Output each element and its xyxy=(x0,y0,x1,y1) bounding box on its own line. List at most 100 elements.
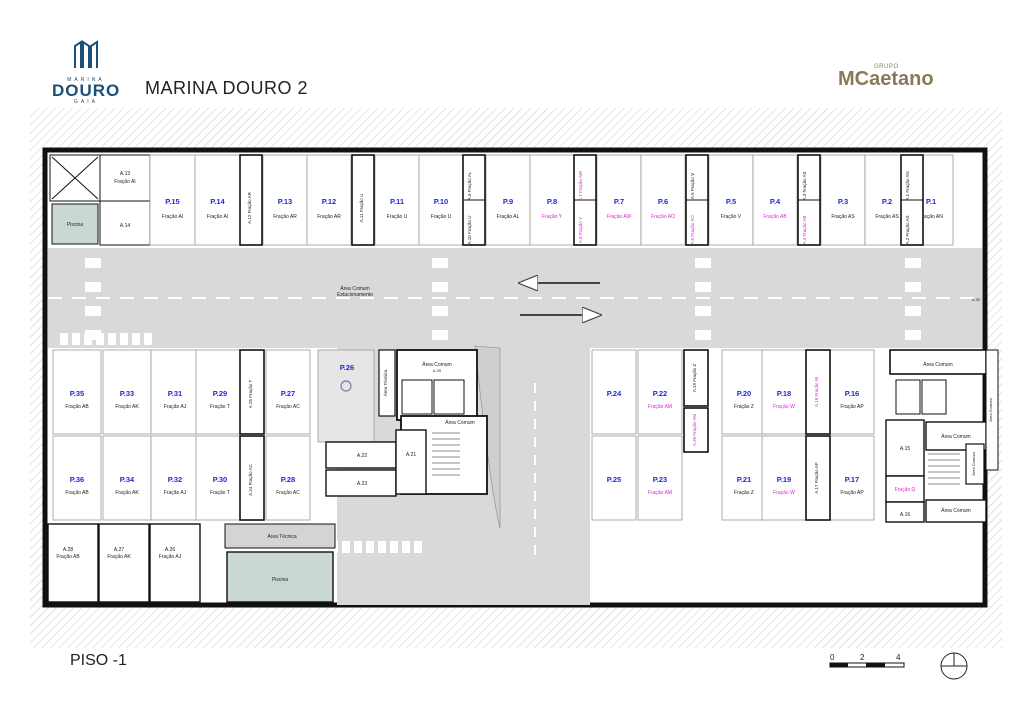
logo-main-text: DOURO xyxy=(52,81,121,100)
space-owner: Fração AB xyxy=(65,490,89,496)
storage-top-label: A.11 Fração U xyxy=(359,194,364,223)
storage-a14-label: A.14 xyxy=(120,223,131,229)
far-right-common-vertical-label: Área Comum xyxy=(971,452,976,476)
space-id: P.30 xyxy=(213,475,227,484)
space-id-accessible: P.26 xyxy=(340,363,354,372)
elevator-far-left xyxy=(895,379,921,415)
space-id: P.16 xyxy=(845,389,859,398)
crosswalk-stripe xyxy=(108,333,116,345)
space-owner: Fração Z xyxy=(734,404,754,410)
storage-top-label: A.3 Fração AS xyxy=(802,171,807,200)
crosswalk-stripe xyxy=(432,306,448,316)
storage-a16 xyxy=(885,501,925,523)
parking-space-right xyxy=(591,435,637,521)
crosswalk-stripe xyxy=(378,541,386,553)
crosswalk-stripe xyxy=(905,282,921,292)
storage-id: A.26 xyxy=(165,547,176,553)
space-id: P.4 xyxy=(770,197,781,206)
space-id: P.12 xyxy=(322,197,336,206)
space-owner: Fração AB xyxy=(65,404,89,410)
technical-room-small-label: Área Técnica xyxy=(382,369,388,396)
space-owner: Fração T xyxy=(210,490,230,496)
space-id: P.15 xyxy=(165,197,179,206)
space-owner: Fração T xyxy=(210,404,230,410)
accessible-space xyxy=(317,349,375,443)
scale-label-4: 4 xyxy=(896,653,901,662)
storage-a13-owner: Fração AI xyxy=(114,179,135,185)
storage-frac-q-label: Fração Q xyxy=(895,487,916,493)
space-id: P.25 xyxy=(607,475,621,484)
space-owner: Fração AJ xyxy=(164,490,187,496)
storage-bottom-left xyxy=(149,523,201,603)
storage-slot-left xyxy=(239,435,265,521)
storage-top-label: A.1 Fração AN xyxy=(905,171,910,200)
storage-left-label: A.24 Fração AC xyxy=(248,463,253,496)
technical-room-small xyxy=(378,349,396,417)
mcaetano-logo: GRUPO MCaetano xyxy=(838,64,958,94)
crosswalk-stripe xyxy=(85,282,101,292)
space-owner: Fração AM xyxy=(648,404,672,410)
space-id: P.32 xyxy=(168,475,182,484)
space-owner: Fração AL xyxy=(497,214,520,220)
space-owner: Fração AO xyxy=(651,214,675,220)
space-id: P.19 xyxy=(777,475,791,484)
space-owner: Fração V xyxy=(721,214,742,220)
storage-a22 xyxy=(325,441,397,469)
crosswalk-stripe xyxy=(85,258,101,268)
storage-a23 xyxy=(325,469,397,497)
elevator-right xyxy=(433,379,465,415)
storage-a21 xyxy=(395,429,427,495)
space-id: P.3 xyxy=(838,197,848,206)
space-owner: Fração AP xyxy=(840,404,864,410)
stair-common-label: Área Comum xyxy=(445,419,474,426)
space-id: P.5 xyxy=(726,197,736,206)
crosswalk-stripe xyxy=(366,541,374,553)
far-right-edge-room xyxy=(985,349,999,471)
storage-top-label: A.5 Fração V xyxy=(690,173,695,199)
aisle-label: Área Comum xyxy=(340,285,369,292)
parking-space-left xyxy=(265,435,311,521)
parking-space-right xyxy=(721,435,767,521)
elevator-left xyxy=(401,379,433,415)
crosswalk-stripe xyxy=(72,333,80,345)
crosswalk-stripe xyxy=(342,541,350,553)
crosswalk-stripe xyxy=(85,330,101,340)
space-owner: Fração AK xyxy=(115,490,139,496)
crosswalk-stripe xyxy=(905,306,921,316)
space-owner: Fração Y xyxy=(542,214,563,220)
scale-bar: 0 2 4 xyxy=(829,652,968,680)
space-owner: Fração AP xyxy=(840,490,864,496)
scale-label-0: 0 xyxy=(830,653,835,662)
storage-right-label: A.18 Fração W xyxy=(814,376,819,407)
storage-bottom-label: A.2 Fração AS xyxy=(905,215,910,244)
page-title: MARINA DOURO 2 xyxy=(145,78,309,98)
space-id: P.33 xyxy=(120,389,134,398)
storage-right-label: A.19 Fração Z xyxy=(692,363,697,392)
parking-space-top xyxy=(306,154,352,246)
space-owner: Fração W xyxy=(773,404,795,410)
storage-slot-top xyxy=(351,154,375,246)
space-id: P.20 xyxy=(737,389,751,398)
storage-a13-label: A.13 xyxy=(120,171,131,177)
storage-slot-right xyxy=(683,349,709,407)
storage-top-label: A.9 Fração AL xyxy=(467,171,472,200)
storage-a13 xyxy=(99,154,151,202)
storage-left-label: A.25 Fração T xyxy=(248,380,253,409)
crosswalk-stripe xyxy=(432,330,448,340)
crosswalk-stripe xyxy=(695,306,711,316)
space-id: P.2 xyxy=(882,197,892,206)
space-id: P.11 xyxy=(390,197,404,206)
parking-space-left xyxy=(265,349,311,435)
storage-bottom-label: A.6 Fração AO xyxy=(690,215,695,245)
storage-bottom-left xyxy=(47,523,99,603)
space-owner: Fração AC xyxy=(276,404,300,410)
space-id: P.1 xyxy=(926,197,936,206)
space-id: P.6 xyxy=(658,197,668,206)
storage-a16-label: A.16 xyxy=(900,512,911,518)
crosswalk-stripe xyxy=(144,333,152,345)
storage-owner: Fração AJ xyxy=(159,554,182,560)
space-id: P.21 xyxy=(737,475,751,484)
space-owner: Fração W xyxy=(773,490,795,496)
crosswalk-stripe xyxy=(354,541,362,553)
parking-space-left xyxy=(52,435,102,521)
